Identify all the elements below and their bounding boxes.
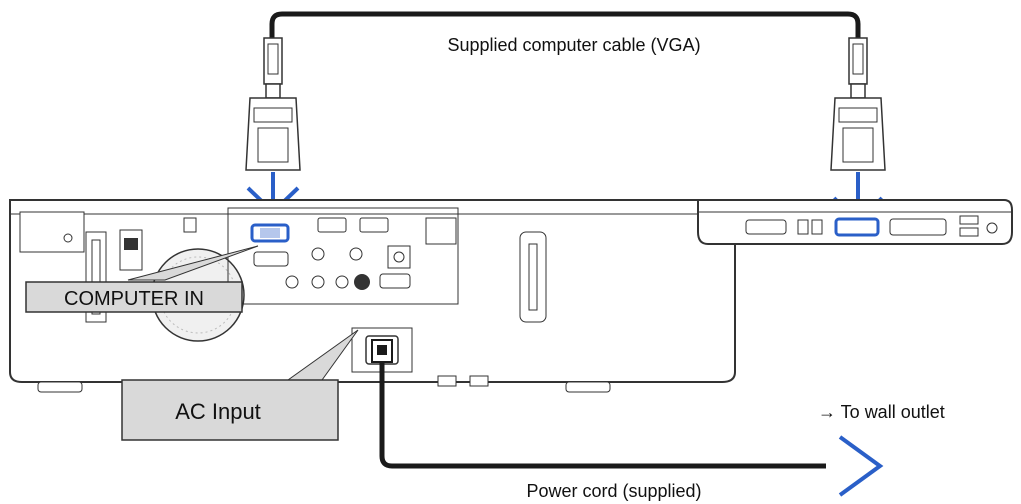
cable-label: Supplied computer cable (VGA) bbox=[447, 35, 700, 55]
computer-in-callout: COMPUTER IN bbox=[25, 245, 259, 313]
computer-in-port bbox=[250, 223, 290, 243]
ac-input-label: AC Input bbox=[175, 399, 261, 424]
power-cord-label: Power cord (supplied) bbox=[526, 481, 701, 501]
arrow-right-icon bbox=[838, 435, 884, 497]
wall-outlet-label: → To wall outlet bbox=[818, 402, 945, 422]
right-vga-plug bbox=[830, 37, 886, 171]
left-vga-plug bbox=[245, 37, 301, 171]
vga-cable bbox=[269, 11, 861, 40]
power-cord bbox=[379, 362, 826, 469]
power-plug-icon bbox=[371, 339, 393, 363]
laptop-vga-port bbox=[834, 217, 880, 237]
ac-input-callout: AC Input bbox=[121, 329, 359, 441]
computer-in-label: COMPUTER IN bbox=[64, 288, 204, 310]
laptop bbox=[697, 199, 1013, 245]
